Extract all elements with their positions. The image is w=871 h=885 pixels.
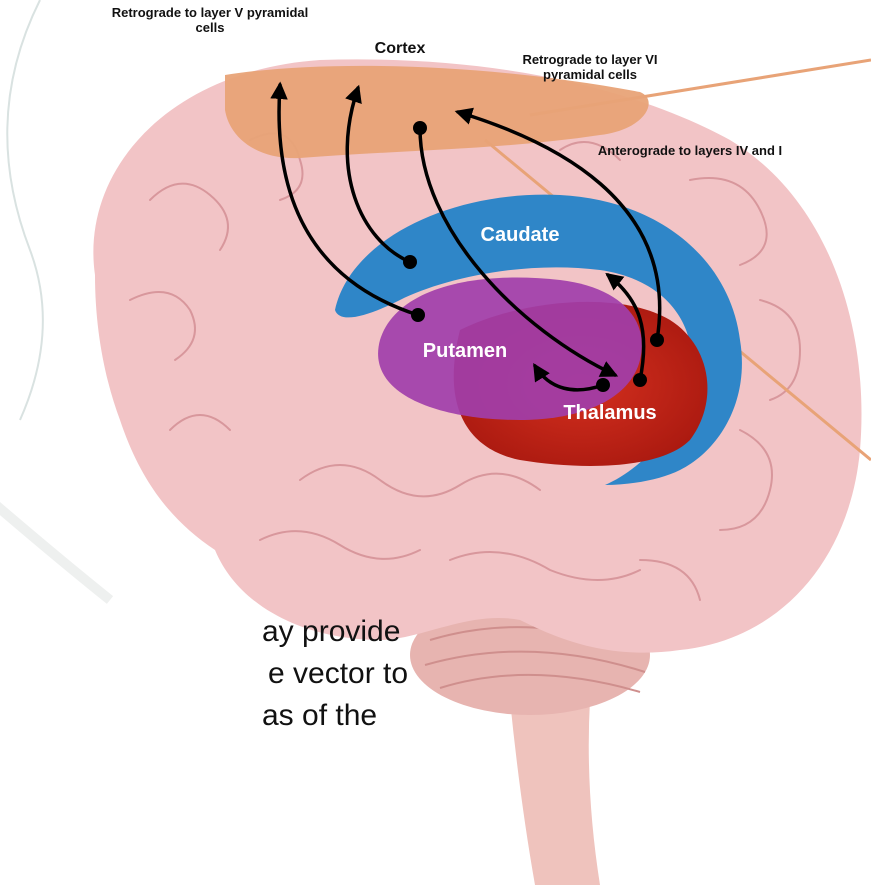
label-caudate: Caudate (460, 224, 580, 247)
brain-stem (510, 700, 600, 885)
label-retrograde-layer-vi: Retrograde to layer VI pyramidal cells (490, 53, 690, 83)
caption-line-2: e vector to (268, 654, 408, 693)
origin-dot (403, 255, 417, 269)
caption-line-3: as of the (262, 696, 377, 735)
origin-dot (633, 373, 647, 387)
label-retrograde-layer-v: Retrograde to layer V pyramidal cells (100, 6, 320, 36)
origin-dot (596, 378, 610, 392)
label-cortex: Cortex (350, 40, 450, 58)
background-curve (7, 0, 43, 420)
label-thalamus: Thalamus (550, 402, 670, 425)
origin-dot (650, 333, 664, 347)
origin-dot (413, 121, 427, 135)
label-anterograde: Anterograde to layers IV and I (590, 144, 790, 159)
background-curve (0, 500, 110, 600)
origin-dot (411, 308, 425, 322)
caption-line-1: ay provide (262, 612, 400, 651)
label-putamen: Putamen (405, 340, 525, 363)
